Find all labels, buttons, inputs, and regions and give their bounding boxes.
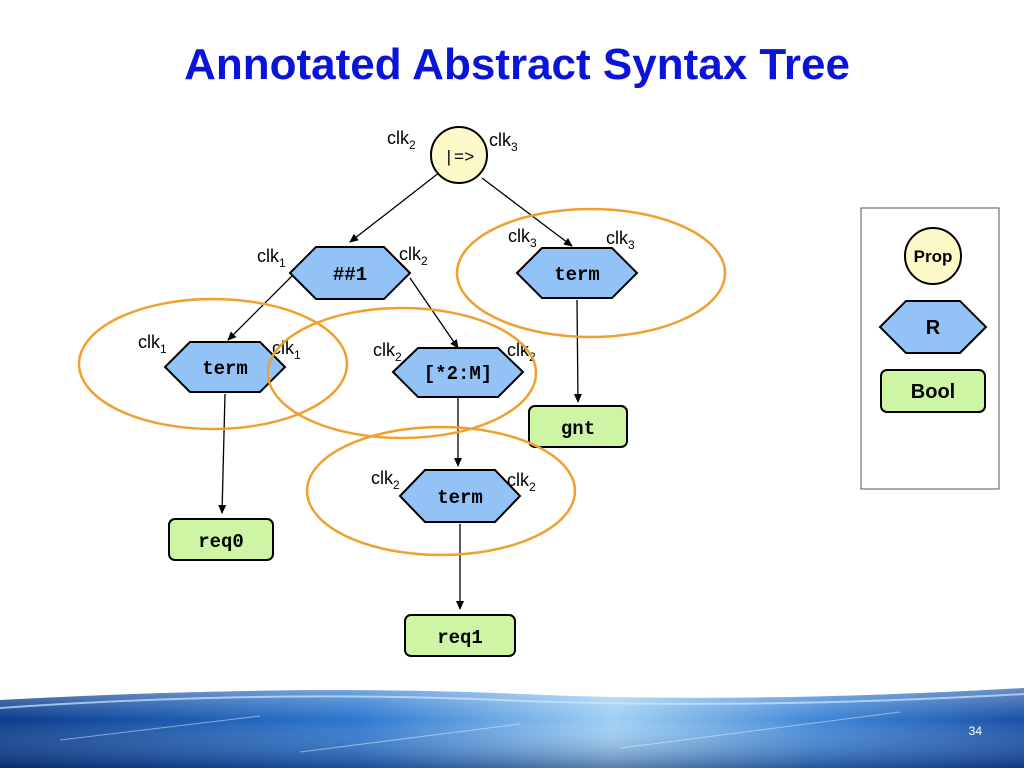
edge-root-term-top <box>481 177 573 247</box>
edge-hash1-repeat <box>409 277 459 349</box>
term-top-left-clock: clk3 <box>508 226 537 250</box>
term-top-node-label: term <box>554 264 600 286</box>
hash1-right-clock: clk2 <box>399 244 428 268</box>
root-node-label: |=> <box>444 149 475 168</box>
highlight-rings <box>77 207 727 557</box>
slide-title: Annotated Abstract Syntax Tree <box>184 40 850 89</box>
repeat-left-clock: clk2 <box>373 340 402 364</box>
page-number: 34 <box>968 724 982 738</box>
legend-prop-label: Prop <box>914 247 953 266</box>
req0-node-label: req0 <box>198 531 244 553</box>
legend-r-label: R <box>926 317 941 339</box>
term-left-node-label: term <box>202 358 248 380</box>
root-node: |=> <box>430 126 488 184</box>
edge-term-left-req0 <box>218 393 227 514</box>
gnt-node-label: gnt <box>561 418 595 440</box>
term-mid-left-clock: clk2 <box>371 468 400 492</box>
term-mid-right-clock: clk2 <box>507 470 536 494</box>
hash1-node: ##1 <box>288 246 412 300</box>
repeat-node-label: [*2:M] <box>424 363 492 385</box>
root-left-clock: clk2 <box>387 128 416 152</box>
hash1-left-clock: clk1 <box>257 246 286 270</box>
legend-bool: Bool <box>880 369 986 413</box>
legend-prop: Prop <box>904 227 962 285</box>
term-left-node: term <box>163 341 287 393</box>
term-top-node: term <box>515 247 639 299</box>
hash1-node-label: ##1 <box>333 264 367 286</box>
legend-panel: Prop R Bool <box>860 207 1000 490</box>
highlight-ring-term-mid <box>305 425 577 557</box>
edge-root-hash1 <box>349 171 441 243</box>
edge-term-top-gnt <box>573 299 582 403</box>
term-top-right-clock: clk3 <box>606 228 635 252</box>
req1-node: req1 <box>404 614 516 657</box>
repeat-node: [*2:M] <box>391 347 525 398</box>
footer-band <box>0 688 1024 768</box>
term-mid-node-label: term <box>437 487 483 509</box>
term-left-left-clock: clk1 <box>138 332 167 356</box>
edge-hash1-term-left <box>227 275 293 341</box>
req1-node-label: req1 <box>437 627 483 649</box>
term-left-right-clock: clk1 <box>272 338 301 362</box>
term-mid-node: term <box>398 469 522 523</box>
highlight-ring-term-left <box>77 297 349 431</box>
legend-bool-label: Bool <box>911 381 955 403</box>
req0-node: req0 <box>168 518 274 561</box>
legend-r: R <box>878 300 988 354</box>
gnt-node: gnt <box>528 405 628 448</box>
root-right-clock: clk3 <box>489 130 518 154</box>
highlight-ring-repeat <box>266 306 538 440</box>
highlight-ring-term-top <box>455 207 727 339</box>
